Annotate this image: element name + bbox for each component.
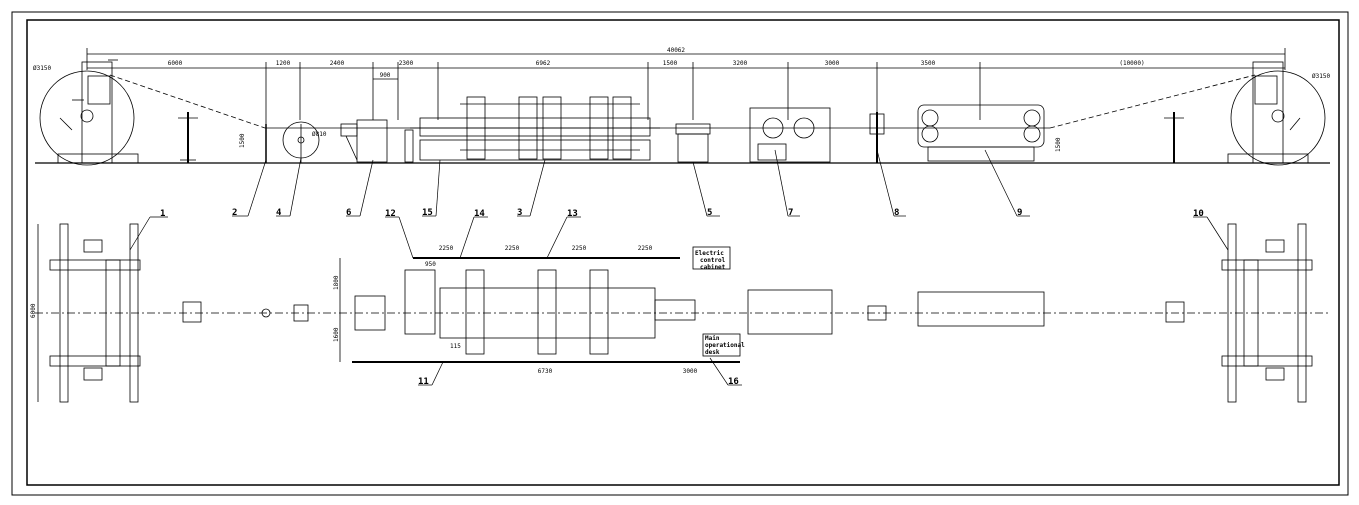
- plan-view: [35, 223, 1330, 403]
- notes: Electric control cabinet Main operationa…: [695, 250, 745, 356]
- top-dim-8: 3500: [921, 60, 936, 67]
- item-label-13: 13: [567, 209, 578, 219]
- outer-border: [11, 11, 1349, 496]
- vertical-dim-1: 1600: [333, 327, 340, 342]
- plan-box-3: [1165, 301, 1185, 323]
- top-dim-9: (10000): [1119, 60, 1144, 67]
- bottom-dim-0: 6730: [538, 368, 553, 375]
- main-desk-line-2: operational: [705, 342, 745, 349]
- guide-stand-right: [1164, 112, 1184, 163]
- plan-box-1: [182, 301, 202, 323]
- elevation-view: [35, 48, 1330, 166]
- item-label-12: 12: [385, 209, 396, 219]
- main-desk-box: [702, 333, 741, 357]
- inner-border: [26, 19, 1340, 486]
- rail-dim-0: 2250: [439, 245, 454, 252]
- small-dim-0: 950: [425, 261, 436, 268]
- bottom-dim-1: 3000: [683, 368, 698, 375]
- haul-off-plan: [747, 289, 833, 335]
- electric-cabinet-line-1: Electric: [695, 250, 724, 257]
- dimension-ticks: [265, 62, 981, 128]
- overall-length: 40062: [667, 47, 685, 54]
- top-dim-6: 3200: [733, 60, 748, 67]
- item-label-5: 5: [707, 208, 712, 218]
- guide-wheel-diameter: Ø810: [312, 131, 327, 138]
- rail-dim-2: 2250: [572, 245, 587, 252]
- electric-cabinet-line-3: cabinet: [700, 264, 726, 271]
- guide-stand-left: [178, 112, 274, 164]
- top-dim-7: 3000: [825, 60, 840, 67]
- rail-dim-1: 2250: [505, 245, 520, 252]
- right-takeup-plan: [1221, 223, 1313, 403]
- left-takeup-plan: [37, 223, 141, 403]
- item-labels: 2 4 6 15 3 5 7 8 9 1 12 14 13 10 11 16: [160, 208, 1204, 387]
- straightener-plan: [867, 305, 887, 321]
- payoff-diameter-right: Ø3150: [1312, 73, 1330, 80]
- plan-box-2: [293, 304, 309, 322]
- haul-off-unit: [749, 107, 831, 163]
- item-label-8: 8: [894, 208, 899, 218]
- item-label-14: 14: [474, 209, 485, 219]
- main-desk-line-3: desk: [705, 349, 720, 356]
- strander-machine: [410, 96, 660, 161]
- main-desk-line-1: Main: [705, 335, 720, 342]
- plan-wheel: [261, 308, 271, 318]
- strander-plan: [339, 257, 740, 363]
- item-label-7: 7: [788, 208, 793, 218]
- height-dim-left: 1500: [239, 133, 246, 148]
- top-dim-0: 6000: [168, 60, 183, 67]
- leader-lines: [129, 149, 1229, 386]
- item-label-11: 11: [418, 377, 429, 387]
- width-dim: 6000: [30, 303, 37, 318]
- top-dim-3: 2300: [399, 60, 414, 67]
- vertical-dim-0: 1800: [333, 275, 340, 290]
- right-payoff-stand: [1227, 61, 1326, 166]
- dimension-labels: 40062 Ø3150 Ø3150 Ø810 6000 1200 2400 23…: [30, 47, 1330, 375]
- item-label-4: 4: [276, 208, 282, 218]
- sub-dimension: 900: [380, 72, 391, 79]
- item-label-9: 9: [1017, 208, 1022, 218]
- item-label-10: 10: [1193, 209, 1204, 219]
- top-dim-4: 6962: [536, 60, 551, 67]
- straightener-stand: [869, 112, 885, 163]
- height-dim-right: 1500: [1055, 137, 1062, 152]
- top-dim-1: 1200: [276, 60, 291, 67]
- caterpillar-unit: [917, 104, 1045, 162]
- item-label-6: 6: [346, 208, 351, 218]
- item-label-16: 16: [728, 377, 739, 387]
- item-label-3: 3: [517, 208, 522, 218]
- payoff-diameter-left: Ø3150: [33, 65, 51, 72]
- electric-cabinet-line-2: control: [700, 257, 726, 264]
- top-dim-2: 2400: [330, 60, 345, 67]
- preform-unit: [340, 119, 414, 163]
- item-label-15: 15: [422, 208, 433, 218]
- capstan-stand: [675, 123, 711, 163]
- top-dim-5: 1500: [663, 60, 678, 67]
- left-payoff-stand: [39, 59, 139, 166]
- item-label-1: 1: [160, 209, 165, 219]
- small-dim-1: 115: [450, 343, 461, 350]
- rail-dim-3: 2250: [638, 245, 653, 252]
- item-label-2: 2: [232, 208, 237, 218]
- electric-cabinet-box: [692, 246, 731, 270]
- caterpillar-plan: [917, 291, 1045, 327]
